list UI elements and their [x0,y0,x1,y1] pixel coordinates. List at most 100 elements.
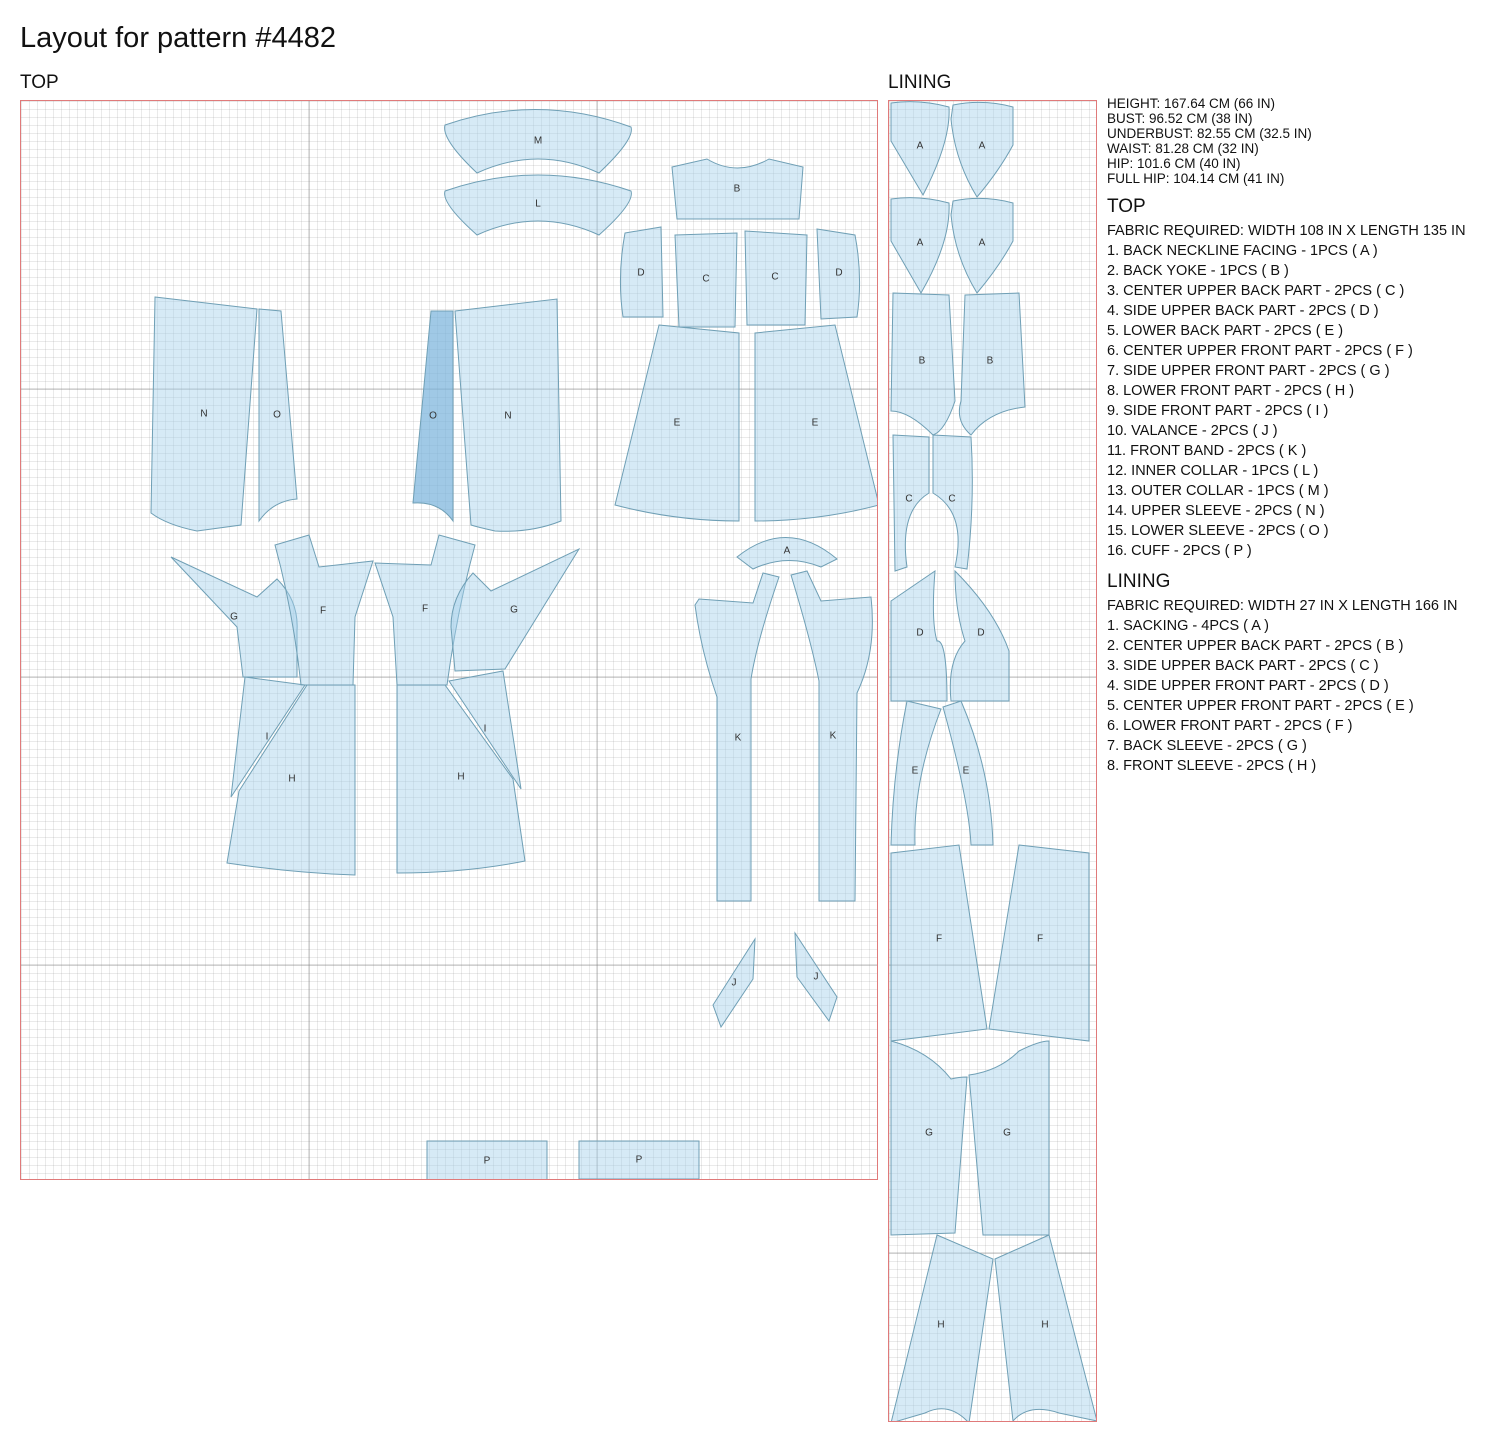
lining-piece-A: A [950,197,1014,294]
page-title: Layout for pattern #4482 [20,22,337,54]
piece-label: N [200,409,207,420]
piece-label: F [936,934,942,945]
measurement-hip: HIP: 101.6 CM (40 IN) [1107,156,1241,171]
piece-label: F [422,604,428,615]
piece-label: O [273,410,281,421]
piece-label: E [963,766,970,777]
piece-list-item: 11. FRONT BAND - 2PCS ( K ) [1107,443,1307,459]
pattern-piece-D: D [619,226,664,318]
pattern-piece-H: H [396,684,526,874]
pattern-piece-F: F [274,534,374,686]
piece-list-item: 2. BACK YOKE - 1PCS ( B ) [1107,263,1289,279]
piece-label: G [1003,1128,1011,1139]
piece-label: B [919,356,926,367]
piece-label: P [636,1155,643,1166]
pattern-piece-B: B [671,158,804,220]
piece-label: H [937,1320,944,1331]
piece-label: B [734,184,741,195]
piece-list-item: 7. SIDE UPPER FRONT PART - 2PCS ( G ) [1107,363,1390,379]
piece-list-item: 1. SACKING - 4PCS ( A ) [1107,618,1269,634]
lining-piece-C: C [892,434,930,572]
top-layout-diagram: M L B D C C D E [21,101,877,1179]
lining-piece-D: D [890,569,948,702]
lining-layout-sheet: A A A A B B C C [888,100,1097,1422]
lining-piece-list: 1. SACKING - 4PCS ( A ) 2. CENTER UPPER … [1107,616,1487,776]
piece-label: K [735,733,742,744]
piece-list-item: 8. LOWER FRONT PART - 2PCS ( H ) [1107,383,1355,399]
lining-piece-A: A [890,197,950,295]
piece-list-item: 2. CENTER UPPER BACK PART - 2PCS ( B ) [1107,638,1404,654]
pattern-piece-L: L [444,174,632,236]
piece-label: A [979,238,986,249]
pattern-piece-D: D [816,228,861,320]
info-panel: HEIGHT: 167.64 CM (66 IN) BUST: 96.52 CM… [1107,96,1487,776]
piece-label: C [771,272,778,283]
piece-label: G [230,612,238,623]
piece-label: E [674,418,681,429]
lining-fabric-required: FABRIC REQUIRED: WIDTH 27 IN X LENGTH 16… [1107,598,1458,614]
lining-section-heading: LINING [1107,571,1171,592]
lining-piece-A: A [950,101,1014,198]
piece-label: G [510,605,518,616]
pattern-piece-H: H [226,684,356,876]
piece-list-item: 14. UPPER SLEEVE - 2PCS ( N ) [1107,503,1325,519]
piece-list-item: 1. BACK NECKLINE FACING - 1PCS ( A ) [1107,243,1378,259]
piece-label: A [784,546,791,557]
piece-label: C [905,494,912,505]
piece-list-item: 4. SIDE UPPER FRONT PART - 2PCS ( D ) [1107,678,1389,694]
piece-label: C [948,494,955,505]
piece-list-item: 12. INNER COLLAR - 1PCS ( L ) [1107,463,1319,479]
piece-label: N [504,411,511,422]
piece-list-item: 10. VALANCE - 2PCS ( J ) [1107,423,1278,439]
piece-list-item: 8. FRONT SLEEVE - 2PCS ( H ) [1107,758,1317,774]
piece-list-item: 5. CENTER UPPER FRONT PART - 2PCS ( E ) [1107,698,1414,714]
measurement-full-hip: FULL HIP: 104.14 CM (41 IN) [1107,171,1285,186]
pattern-piece-P: P [426,1140,548,1179]
pattern-piece-A: A [736,537,838,570]
lining-layout-diagram: A A A A B B C C [889,101,1096,1421]
piece-list-item: 3. CENTER UPPER BACK PART - 2PCS ( C ) [1107,283,1405,299]
piece-label: J [732,978,737,989]
piece-list-item: 6. CENTER UPPER FRONT PART - 2PCS ( F ) [1107,343,1413,359]
lining-layout-label: LINING [888,72,952,93]
piece-list-item: 15. LOWER SLEEVE - 2PCS ( O ) [1107,523,1329,539]
measurement-underbust: UNDERBUST: 82.55 CM (32.5 IN) [1107,126,1312,141]
pattern-piece-P: P [578,1140,700,1179]
piece-label: P [484,1156,491,1167]
piece-list-item: 16. CUFF - 2PCS ( P ) [1107,543,1252,559]
piece-list-item: 6. LOWER FRONT PART - 2PCS ( F ) [1107,718,1353,734]
piece-list-item: 13. OUTER COLLAR - 1PCS ( M ) [1107,483,1329,499]
lining-piece-B: B [958,292,1026,436]
piece-label: D [977,628,984,639]
top-fabric-required: FABRIC REQUIRED: WIDTH 108 IN X LENGTH 1… [1107,223,1466,239]
pattern-piece-E: E [614,324,740,522]
piece-label: D [916,628,923,639]
piece-label: K [830,731,837,742]
piece-label: D [835,268,842,279]
pattern-piece-I: I [448,670,522,790]
top-layout-sheet: M L B D C C D E [20,100,878,1180]
pattern-piece-O: O [412,310,454,523]
pattern-piece-C: C [744,230,808,326]
piece-label: B [987,356,994,367]
lining-piece-H: H [994,1234,1096,1421]
measurements: HEIGHT: 167.64 CM (66 IN) BUST: 96.52 CM… [1107,96,1487,186]
lining-piece-B: B [890,292,956,436]
pattern-piece-I: I [230,676,306,798]
pattern-piece-C: C [674,232,738,328]
pattern-piece-J: J [712,937,756,1029]
piece-label: F [320,606,326,617]
piece-list-item: 9. SIDE FRONT PART - 2PCS ( I ) [1107,403,1329,419]
pattern-piece-F: F [374,534,476,686]
top-piece-list: 1. BACK NECKLINE FACING - 1PCS ( A ) 2. … [1107,241,1487,561]
piece-label: E [912,766,919,777]
piece-label: H [288,774,295,785]
piece-label: A [917,141,924,152]
measurement-height: HEIGHT: 167.64 CM (66 IN) [1107,96,1276,111]
pattern-piece-G: G [170,556,298,678]
pattern-piece-M: M [444,109,632,174]
piece-label: J [814,972,819,983]
piece-label: F [1037,934,1043,945]
lining-piece-E: E [890,700,942,846]
piece-label: D [637,268,644,279]
